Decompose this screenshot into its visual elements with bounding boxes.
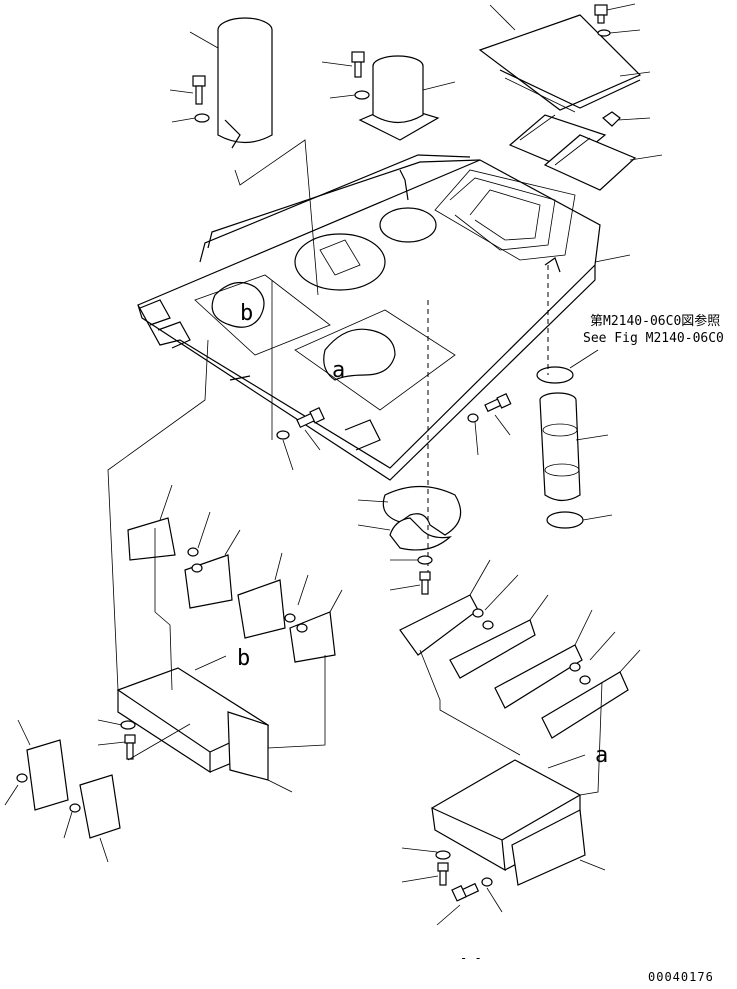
reference-arrow (569, 349, 599, 369)
leader-frame (594, 254, 631, 263)
reference-note-jp: 第M2140-06C0図参照 (590, 313, 720, 329)
cylinder-cover-center (358, 55, 456, 141)
guide-lines (107, 139, 603, 796)
detail-label-a-tray: a (595, 743, 608, 768)
opening-large (294, 233, 386, 291)
cylinder-cover-left (189, 17, 273, 149)
opening-small (379, 207, 437, 243)
bolt-frame-left (276, 406, 325, 471)
left-brackets (127, 484, 343, 663)
arrow-a (547, 754, 586, 769)
right-tray (430, 759, 606, 886)
left-lower-hardware (4, 719, 136, 863)
pipe-sleeve (539, 392, 609, 502)
right-lower-hardware (401, 847, 503, 926)
reference-note-en: See Fig M2140-06C0 (583, 331, 724, 346)
main-frame (137, 154, 601, 481)
hose-clamp-top (536, 366, 574, 384)
split-ring-plate (357, 486, 462, 551)
detail-label-b-tray: b (237, 646, 250, 671)
right-brackets (399, 559, 641, 739)
floor-mats (508, 114, 663, 191)
bolt-frame-right (467, 392, 512, 456)
bolt-top-left (169, 75, 210, 123)
detail-label-b-frame: b (240, 301, 253, 326)
bottom-mark: - - (460, 951, 482, 965)
hose-clamp-bottom (546, 511, 613, 529)
drawing-number: 00040176 (648, 970, 714, 984)
left-tray (116, 667, 293, 793)
bolt-top-right (594, 3, 651, 127)
detail-label-a-frame: a (332, 358, 345, 383)
bolt-center (389, 555, 433, 595)
bolt-top-center (321, 51, 370, 100)
arrow-b (194, 655, 227, 671)
top-right-panel (478, 4, 651, 113)
